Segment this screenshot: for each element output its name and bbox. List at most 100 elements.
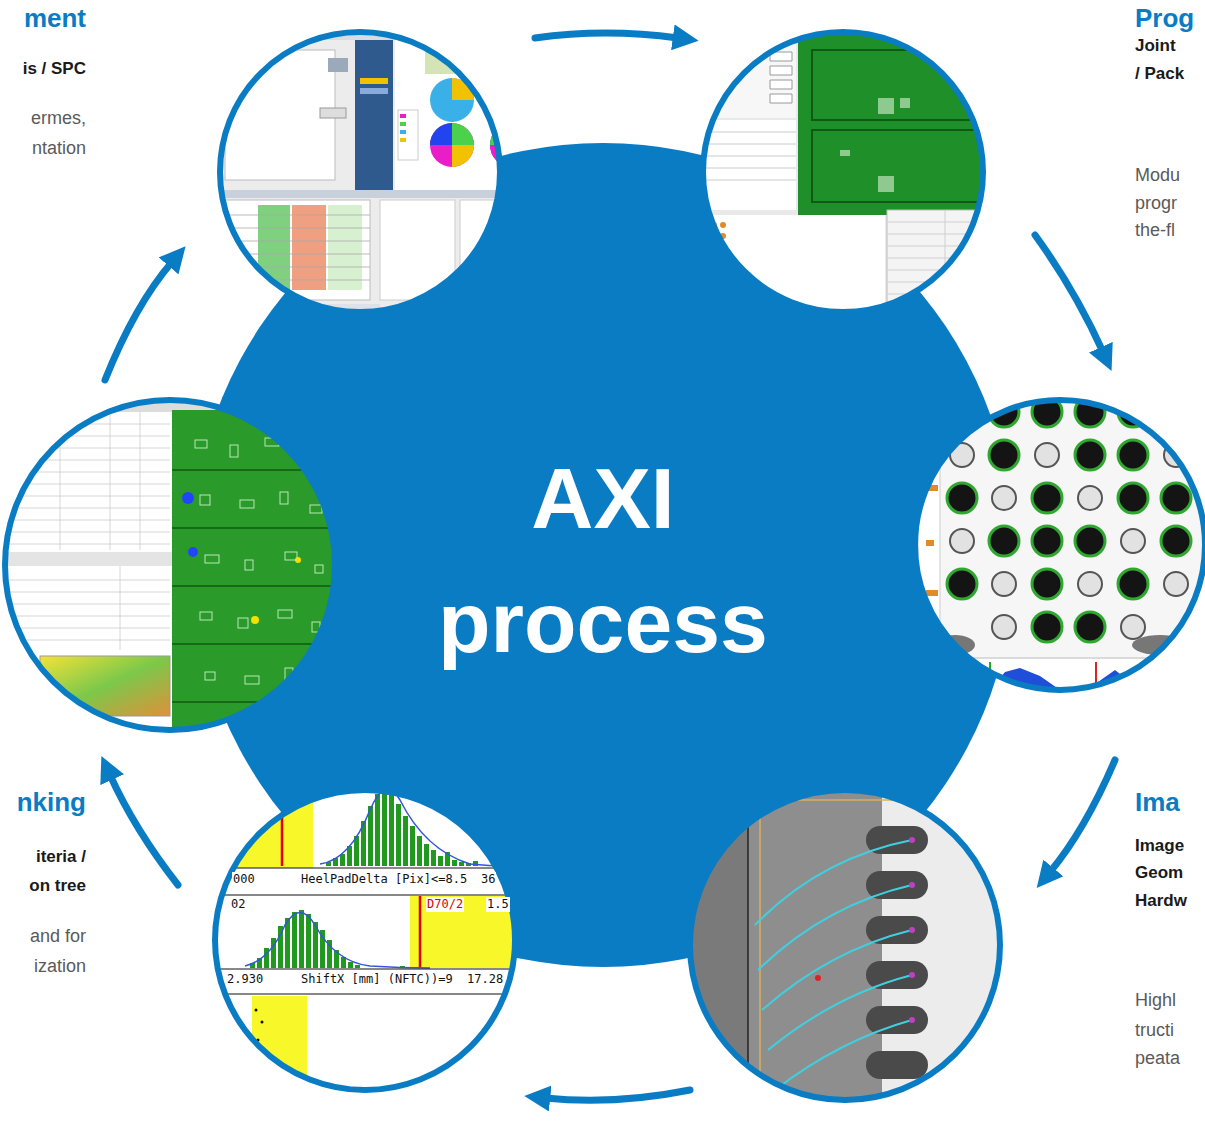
board-view-screenshot-part xyxy=(251,616,259,624)
xray-leads-image-part-part xyxy=(866,1051,928,1079)
board-view-screenshot-part xyxy=(188,547,198,557)
programming-screenshot-part-part xyxy=(711,255,717,261)
board-view-screenshot-part-part xyxy=(300,450,310,458)
bga-image-part xyxy=(1078,486,1102,510)
programming-screenshot-part-part xyxy=(711,266,717,272)
bga-image-part xyxy=(1161,526,1191,556)
bga-image-part xyxy=(1121,529,1145,553)
bga-image-part xyxy=(950,529,974,553)
management-screenshot-part xyxy=(492,258,498,290)
histogram-image-part-part xyxy=(417,836,422,866)
step-description: the-fl xyxy=(1135,218,1175,242)
step-heading: Prog xyxy=(1135,3,1194,33)
board-view-screenshot-part xyxy=(295,557,301,563)
management-screenshot-part xyxy=(484,235,490,290)
cycle-arrow-part xyxy=(110,775,178,885)
xray-leads-image-part-part xyxy=(762,930,912,1010)
chart-axis-label: ShiftX [mm] (NFTC))=9 xyxy=(300,972,454,987)
management-screenshot-part xyxy=(400,138,406,142)
chart-axis-label: 02 xyxy=(230,897,246,912)
management-screenshot-part xyxy=(452,145,474,167)
histogram-image-part-part xyxy=(306,914,311,968)
management-screenshot-part xyxy=(452,123,474,145)
management-screenshot-part xyxy=(360,78,388,84)
board-view-screenshot-part-part xyxy=(310,505,322,513)
histogram-image-part-part xyxy=(410,826,415,866)
cycle-arrow-part xyxy=(535,33,678,38)
management-screenshot-part xyxy=(398,110,418,160)
bga-image-part xyxy=(947,483,977,513)
bga-image-part xyxy=(947,569,977,599)
xray-leads-image-part-part xyxy=(758,885,912,970)
management-screenshot-part xyxy=(400,122,406,126)
programming-screenshot-part xyxy=(878,98,894,114)
bga-image-part xyxy=(989,440,1019,470)
management-screenshot-part xyxy=(292,205,326,290)
histogram-image-part-part xyxy=(368,806,373,866)
board-view-screenshot-part xyxy=(5,566,170,650)
management-screenshot-part xyxy=(360,88,388,94)
xray-leads-image-part xyxy=(688,788,1008,1108)
board-view-screenshot-part-part xyxy=(278,610,292,618)
management-screenshot-part xyxy=(355,40,393,190)
step-subtitle: is / SPC xyxy=(23,58,86,80)
step-subtitle: on tree xyxy=(29,875,86,897)
programming-screenshot-part-part xyxy=(711,244,717,250)
cycle-arrow-part xyxy=(105,262,172,380)
step-subtitle: Joint xyxy=(1135,35,1176,57)
management-screenshot-part xyxy=(328,205,362,290)
step-heading: Ima xyxy=(1135,787,1180,817)
step-description: tructi xyxy=(1135,1018,1174,1042)
bga-image-part xyxy=(912,698,1205,710)
step-description: peata xyxy=(1135,1046,1180,1070)
histogram-image-part-part xyxy=(403,816,408,866)
bga-image-part xyxy=(1095,662,1097,696)
cycle-arrow-part xyxy=(545,1090,690,1100)
management-screenshot xyxy=(215,28,534,328)
bga-image-part xyxy=(926,590,938,596)
programming-screenshot-part xyxy=(887,210,1017,325)
xray-leads-image-part-part xyxy=(755,840,912,925)
histogram-image-part-part xyxy=(438,856,443,866)
board-view-screenshot-part-part xyxy=(240,500,254,508)
programming-screenshot-part-part xyxy=(702,222,708,228)
histogram-image-part-part xyxy=(261,1021,264,1024)
histogram-image-part-part xyxy=(389,791,394,866)
histogram-image-part-part xyxy=(424,844,429,866)
step-description: ntation xyxy=(32,136,86,160)
bga-image-part xyxy=(1121,615,1145,639)
chart-limit-label: D70/2 xyxy=(426,897,464,912)
board-view-screenshot-part-part xyxy=(245,676,259,684)
bga-image-part xyxy=(1075,440,1105,470)
management-screenshot-part xyxy=(320,108,346,118)
bga-image-part xyxy=(1032,612,1062,642)
management-screenshot-part xyxy=(430,123,474,167)
xray-leads-image-part-part xyxy=(909,972,915,978)
programming-screenshot-part-part xyxy=(720,255,726,261)
histogram-image-part-part xyxy=(285,918,290,968)
board-view-screenshot xyxy=(3,398,343,740)
histogram-image-part xyxy=(213,969,518,970)
histogram-image-part-part xyxy=(255,1009,258,1012)
bga-image-part xyxy=(1035,443,1059,467)
xray-leads-image-part xyxy=(755,840,912,1090)
xray-leads-image-part-part xyxy=(866,961,928,989)
programming-screenshot-part xyxy=(887,210,1017,325)
bga-image-part xyxy=(992,615,1016,639)
board-view-screenshot-part-part xyxy=(200,495,210,505)
cycle-arrow-part xyxy=(1050,760,1115,872)
histogram-image-part-part xyxy=(396,804,401,866)
histogram-image-part xyxy=(281,790,284,866)
histogram-image-part xyxy=(245,913,430,969)
step-circle xyxy=(215,790,515,1090)
programming-screenshot-part-part xyxy=(702,266,708,272)
management-screenshot-part xyxy=(258,205,290,290)
management-screenshot-part xyxy=(512,78,534,110)
bga-image-part xyxy=(1032,526,1062,556)
bga-image-part xyxy=(1161,397,1191,427)
bga-image-part xyxy=(989,662,991,696)
board-view-screenshot-part xyxy=(3,552,172,566)
bga-image-part xyxy=(926,630,932,636)
management-screenshot-part xyxy=(400,130,406,134)
